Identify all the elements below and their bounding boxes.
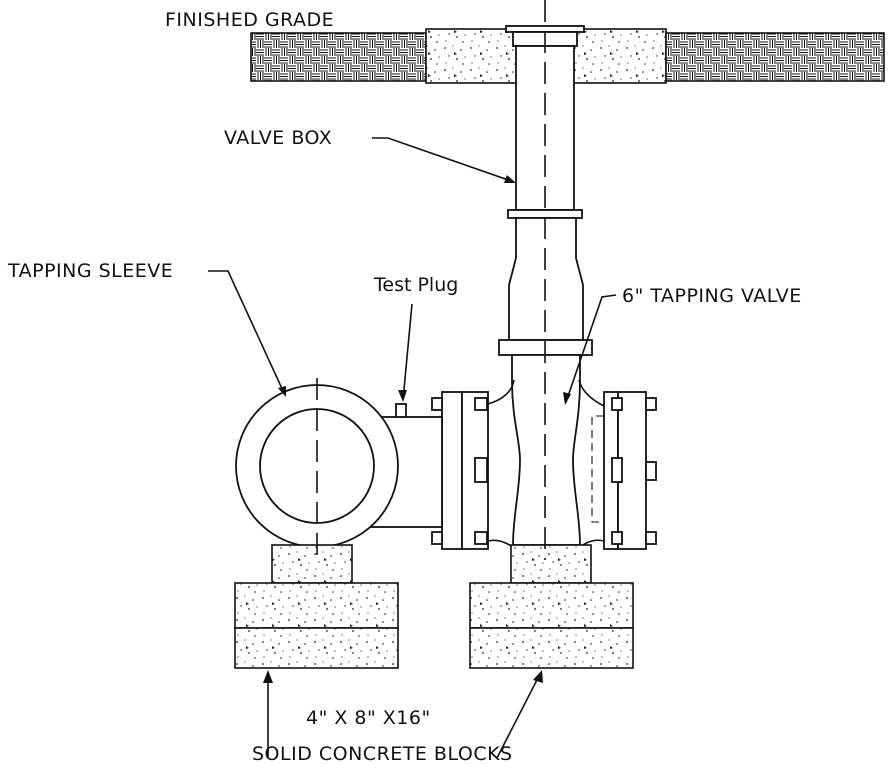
- label-solid-concrete-blocks: SOLID CONCRETE BLOCKS: [252, 743, 513, 765]
- valve-left-web-upper: [487, 379, 515, 405]
- leader-lines: [208, 137, 617, 759]
- tapping-sleeve: [235, 384, 443, 548]
- right-pipe-hidden-outline: [591, 415, 604, 523]
- leader-blocks-right: [496, 673, 541, 759]
- valve-box: [505, 25, 585, 341]
- right-flange-nut-mid: [611, 457, 623, 483]
- leader-valve-box-arrow: [504, 175, 516, 183]
- left-block-upper: [234, 582, 399, 629]
- label-tapping-valve: 6" TAPPING VALVE: [622, 285, 802, 307]
- valve-support-block: [510, 544, 592, 584]
- right-flange-assembly: [591, 391, 657, 550]
- leader-tapping-sleeve: [208, 270, 285, 394]
- pavement-left: [250, 32, 427, 82]
- pavement-right: [665, 32, 885, 82]
- right-block-upper: [469, 582, 634, 629]
- right-flange-bolt-bottom: [645, 531, 657, 545]
- leader-test-plug: [402, 303, 413, 401]
- valve-body: [511, 354, 581, 546]
- leader-blocks-left-arrow: [263, 670, 273, 683]
- left-block-lower: [234, 627, 399, 669]
- test-plug: [395, 403, 407, 418]
- leader-test-plug-arrow: [398, 390, 407, 402]
- left-flange-assembly: [431, 391, 489, 550]
- left-flange-bolt-bottom: [431, 531, 443, 545]
- leader-tapping-valve-arrow: [563, 392, 571, 405]
- label-block-size: 4" X 8" X16": [306, 707, 431, 729]
- tapping-valve: [487, 339, 605, 549]
- right-flange-nut-bottom: [611, 531, 623, 545]
- label-tapping-sleeve: TAPPING SLEEVE: [7, 260, 173, 282]
- sleeve-support-block: [271, 544, 353, 584]
- left-flange-nut-bottom: [474, 531, 488, 545]
- valve-right-web-upper: [578, 379, 605, 407]
- leader-tapping-valve: [565, 294, 617, 403]
- left-flange-outer: [441, 391, 463, 550]
- leader-tapping-sleeve-arrow: [278, 386, 286, 397]
- concrete-supports: [234, 544, 634, 669]
- leader-valve-box: [372, 137, 515, 183]
- right-flange-bolt-mid: [645, 461, 657, 481]
- label-finished-grade: FINISHED GRADE: [165, 9, 334, 31]
- left-flange-bolt-top: [431, 397, 443, 411]
- valve-box-joint-ring: [507, 209, 583, 219]
- left-flange-nut-mid: [474, 457, 488, 483]
- label-test-plug: Test Plug: [373, 274, 458, 296]
- leader-blocks-right-arrow: [533, 670, 543, 683]
- right-block-lower: [469, 627, 634, 669]
- right-flange-nut-top: [611, 397, 623, 411]
- left-flange-nut-top: [474, 397, 488, 411]
- label-valve-box: VALVE BOX: [224, 127, 332, 149]
- valve-box-lower-section: [508, 217, 584, 341]
- right-flange-bolt-top: [645, 397, 657, 411]
- valve-left-web-lower: [487, 539, 515, 549]
